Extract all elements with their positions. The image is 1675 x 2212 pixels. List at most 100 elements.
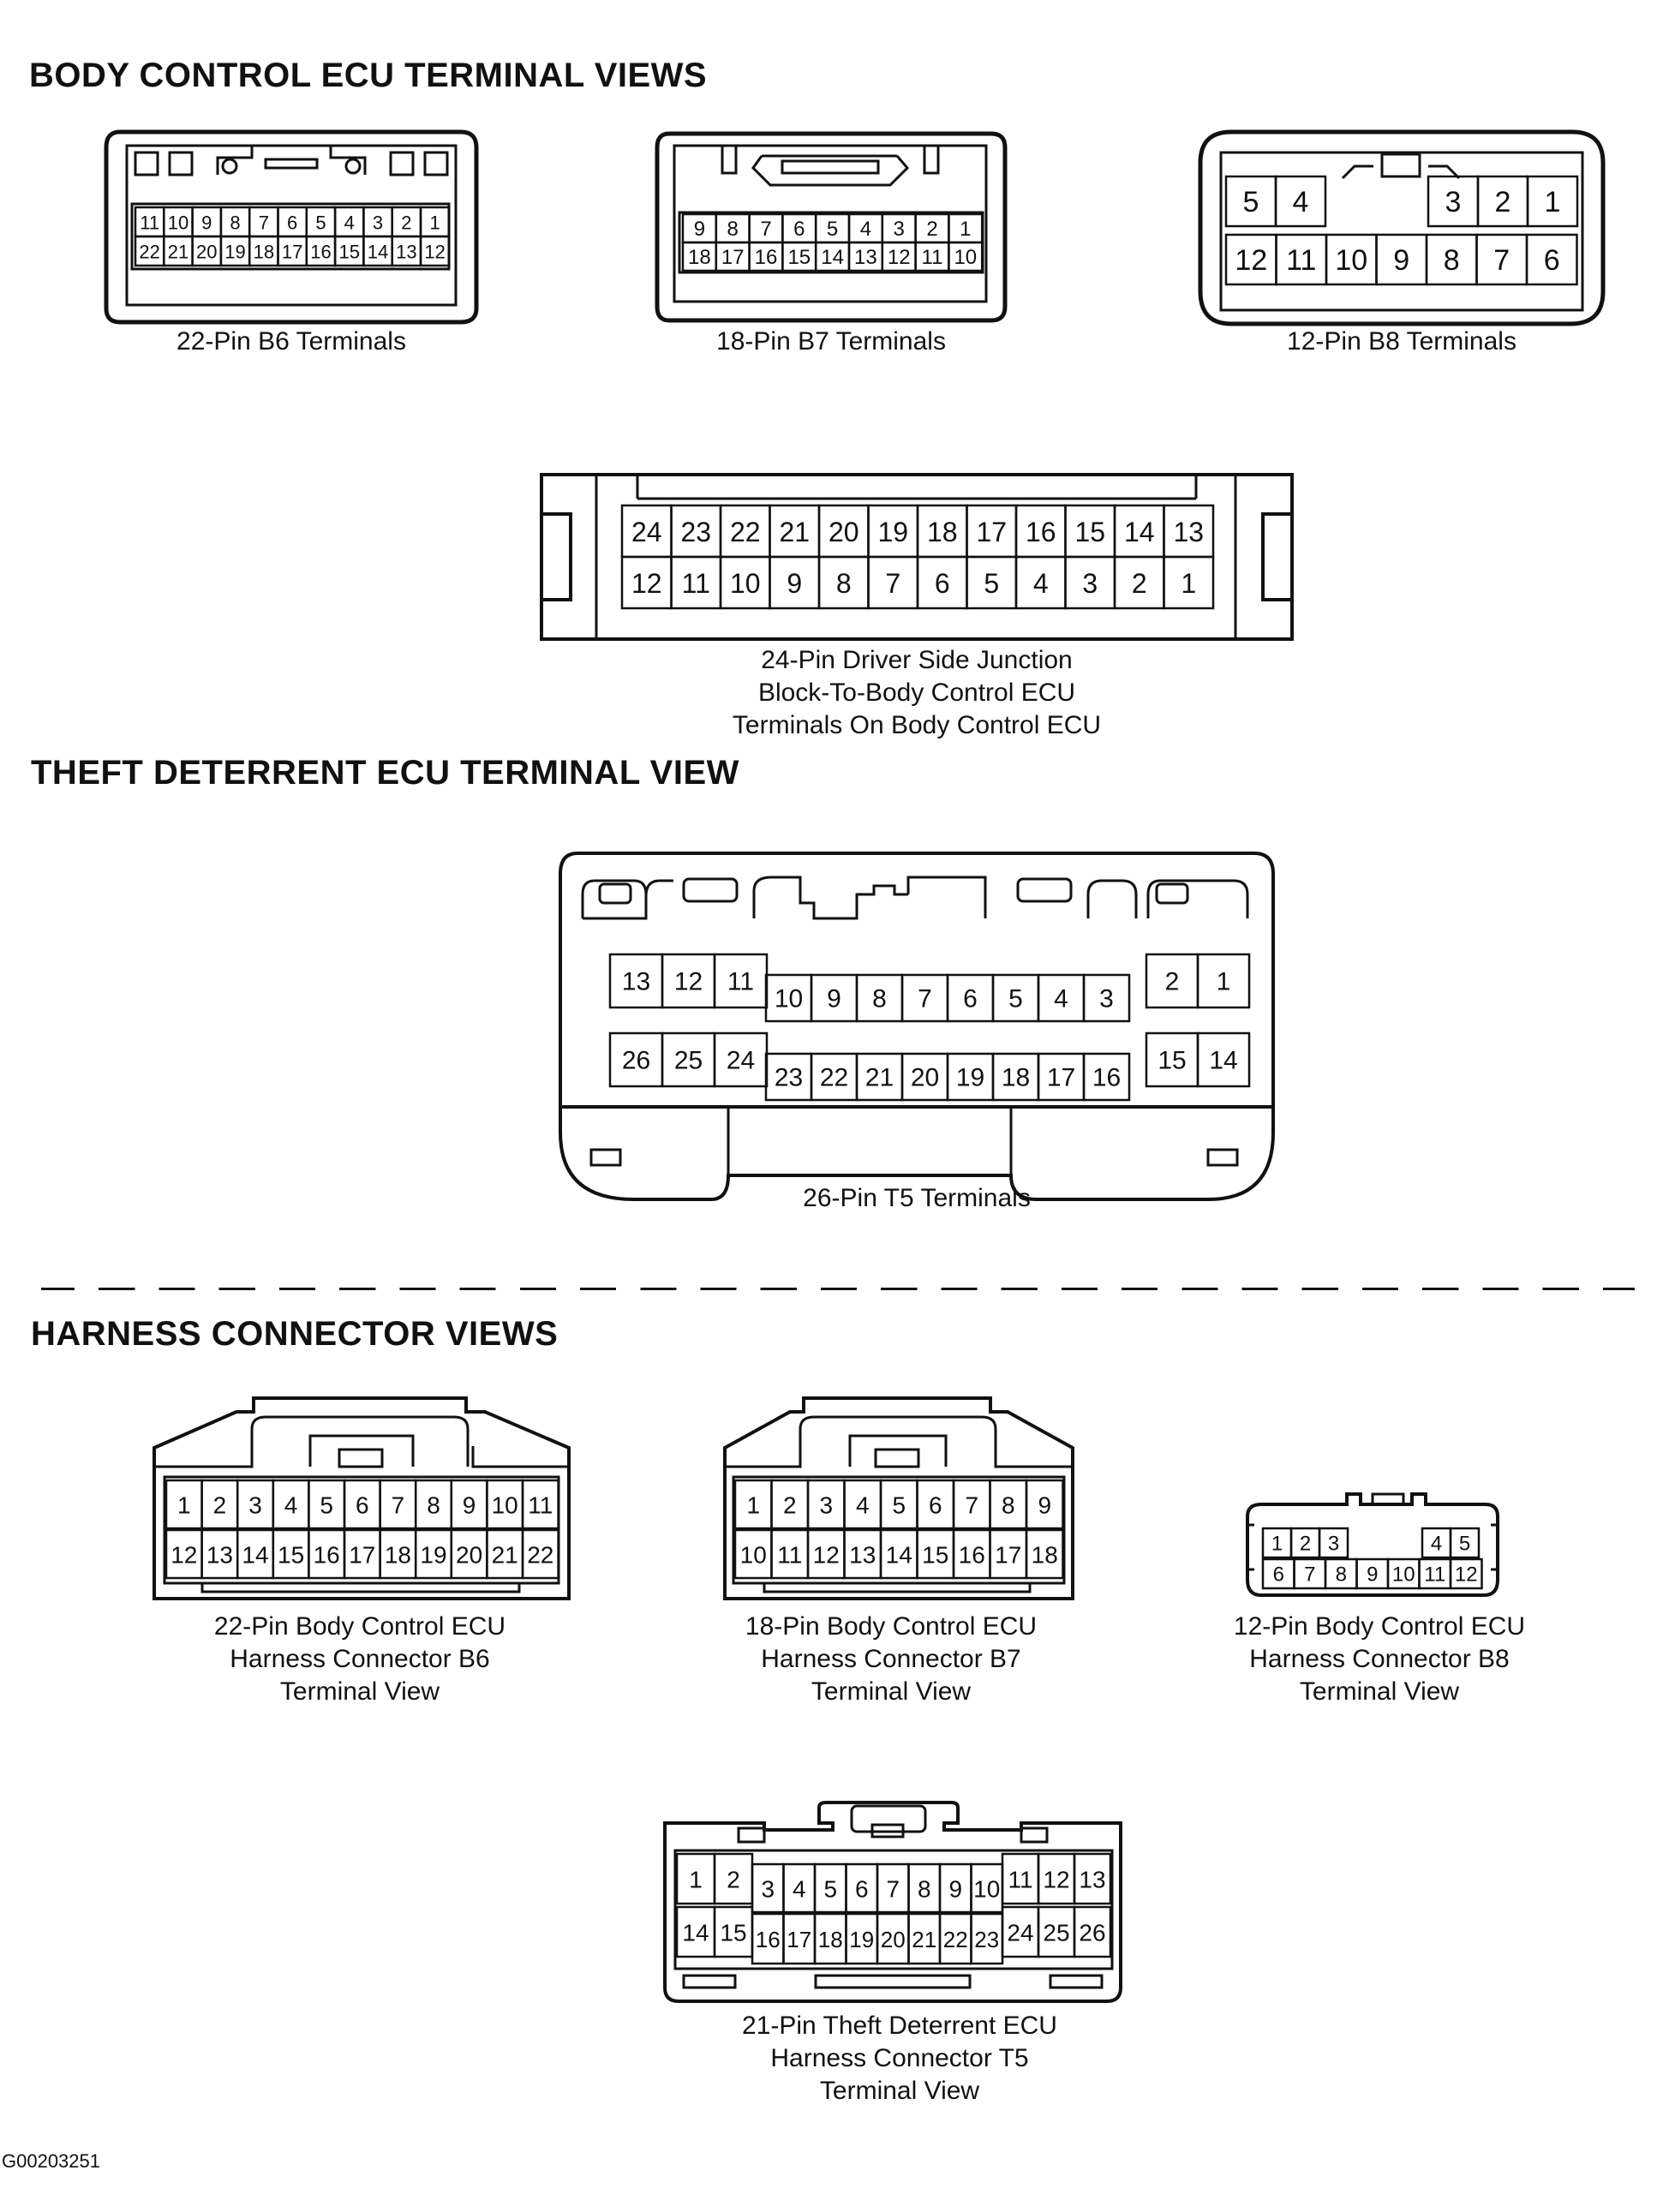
h-t5-pin-25: 25 — [1043, 1920, 1069, 1946]
jb24-pin-8: 8 — [836, 568, 852, 599]
caption-t5: 26-Pin T5 Terminals — [803, 1184, 1031, 1212]
h-b6-pin-14: 14 — [242, 1542, 268, 1569]
h-t5-pin-23: 23 — [974, 1927, 999, 1952]
b7-pin-15: 15 — [787, 246, 811, 269]
h-b6-pin-15: 15 — [278, 1542, 304, 1569]
b7-pin-4: 4 — [860, 218, 871, 241]
b6-pin-21: 21 — [168, 242, 188, 263]
b7-pin-12: 12 — [888, 246, 911, 269]
caption-harness-b6-line3: Terminal View — [279, 1677, 440, 1706]
h-t5-pin-9: 9 — [948, 1876, 962, 1903]
h-b7-pin-3: 3 — [819, 1492, 833, 1519]
t5-pin-8: 8 — [872, 985, 887, 1013]
b6-pin-6: 6 — [287, 212, 297, 234]
b6-pin-15: 15 — [339, 242, 360, 263]
h-b7-pin-15: 15 — [922, 1542, 948, 1569]
b7-pin-8: 8 — [727, 218, 739, 241]
h-b7-pin-6: 6 — [929, 1492, 942, 1519]
jb24-pin-10: 10 — [730, 568, 761, 599]
b8-pin-8: 8 — [1444, 244, 1460, 277]
h-t5-pin-24: 24 — [1007, 1920, 1033, 1946]
t5-pin-19: 19 — [956, 1064, 984, 1092]
t5-pin-9: 9 — [827, 985, 841, 1013]
caption-harness-b6-line1: 22-Pin Body Control ECU — [213, 1612, 506, 1641]
h-b7-pin-14: 14 — [886, 1542, 912, 1569]
b8-pin-7: 7 — [1493, 244, 1510, 277]
b7-pin-17: 17 — [721, 246, 745, 269]
caption-harness-b6-line2: Harness Connector B6 — [230, 1645, 490, 1673]
b8-pin-11: 11 — [1286, 244, 1316, 277]
b6-pin-18: 18 — [254, 242, 274, 263]
b7-pin-14: 14 — [821, 246, 844, 269]
b8-pin-10: 10 — [1335, 244, 1367, 277]
b7-pin-2: 2 — [926, 218, 937, 241]
jb24-pin-9: 9 — [787, 568, 802, 599]
b8-pin-12: 12 — [1235, 244, 1267, 277]
t5-pin-6: 6 — [963, 985, 978, 1013]
pin-cell — [1196, 1031, 1251, 1088]
pin-cell — [1025, 1528, 1064, 1580]
b6-pin-7: 7 — [259, 212, 269, 234]
h-t5-pin-1: 1 — [689, 1867, 703, 1893]
b6-pin-2: 2 — [401, 212, 411, 234]
t5-pin-2: 2 — [1165, 968, 1180, 996]
h-t5-pin-17: 17 — [787, 1927, 811, 1952]
h-t5-pin-26: 26 — [1079, 1920, 1105, 1946]
h-b7-pin-12: 12 — [813, 1542, 840, 1569]
h-b6-pin-9: 9 — [463, 1492, 476, 1519]
pin-cell — [521, 1479, 559, 1530]
h-b7-pin-8: 8 — [1002, 1492, 1015, 1519]
caption-harness-b8-line3: Terminal View — [1299, 1677, 1460, 1706]
b6-pin-22: 22 — [139, 242, 159, 263]
h-b7-pin-13: 13 — [849, 1542, 876, 1569]
h-t5-pin-6: 6 — [855, 1876, 869, 1903]
jb24-pin-18: 18 — [927, 517, 958, 547]
jb24-pin-23: 23 — [680, 517, 711, 547]
b6-pin-1: 1 — [430, 212, 440, 234]
h-b7-pin-1: 1 — [746, 1492, 760, 1519]
b6-pin-20: 20 — [196, 242, 217, 263]
h-t5-pin-7: 7 — [886, 1876, 900, 1903]
h-t5-pin-21: 21 — [912, 1927, 936, 1952]
h-b6-pin-6: 6 — [356, 1492, 369, 1519]
jb24-pin-6: 6 — [935, 568, 950, 599]
t5-pin-23: 23 — [775, 1064, 803, 1092]
b8-pin-5: 5 — [1243, 186, 1259, 218]
t5-pin-22: 22 — [820, 1064, 848, 1092]
h-b8-pin-1: 1 — [1271, 1533, 1283, 1556]
caption-harness-t5-line3: Terminal View — [819, 2077, 980, 2105]
t5-pin-26: 26 — [622, 1047, 650, 1075]
pin-cell — [1318, 1527, 1349, 1559]
pin-cell — [1449, 1557, 1483, 1590]
h-b6-pin-13: 13 — [206, 1542, 233, 1569]
b8-pin-9: 9 — [1393, 244, 1409, 277]
h-b6-pin-7: 7 — [392, 1492, 405, 1519]
h-b7-pin-4: 4 — [856, 1492, 870, 1519]
h-b8-pin-8: 8 — [1336, 1563, 1347, 1587]
pin-cell — [1082, 973, 1131, 1023]
jb24-pin-17: 17 — [976, 517, 1007, 547]
caption-b8: 12-Pin B8 Terminals — [1287, 327, 1516, 356]
h-t5-pin-8: 8 — [918, 1876, 931, 1903]
b7-pin-16: 16 — [755, 246, 778, 269]
jb24-pin-4: 4 — [1033, 568, 1049, 599]
b8-pin-1: 1 — [1545, 186, 1561, 218]
h-t5-pin-4: 4 — [793, 1876, 806, 1903]
jb24-pin-15: 15 — [1074, 517, 1105, 547]
h-b7-pin-16: 16 — [959, 1542, 985, 1569]
h-b7-pin-11: 11 — [777, 1542, 802, 1569]
caption-junction-24-line2: Block-To-Body Control ECU — [757, 679, 1076, 707]
h-b7-pin-10: 10 — [740, 1542, 767, 1569]
h-b7-pin-17: 17 — [995, 1542, 1021, 1569]
